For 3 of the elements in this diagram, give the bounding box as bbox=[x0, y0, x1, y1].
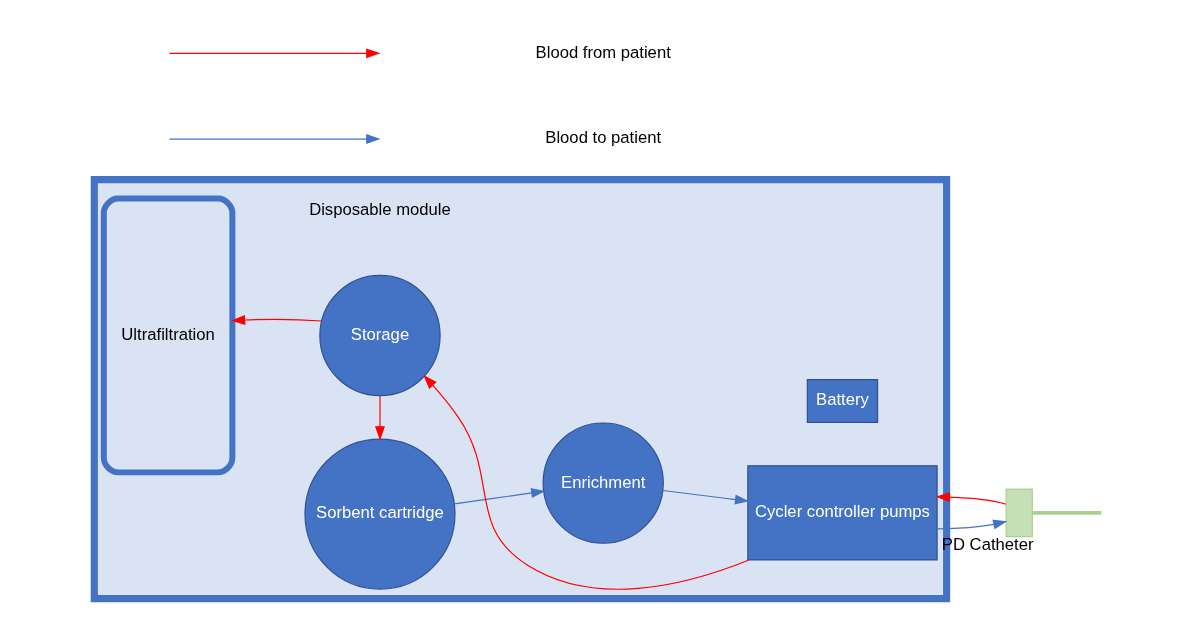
legend-label: Blood to patient bbox=[545, 128, 662, 148]
label: Disposable module bbox=[309, 199, 451, 219]
legend-label: Blood from patient bbox=[535, 42, 671, 62]
